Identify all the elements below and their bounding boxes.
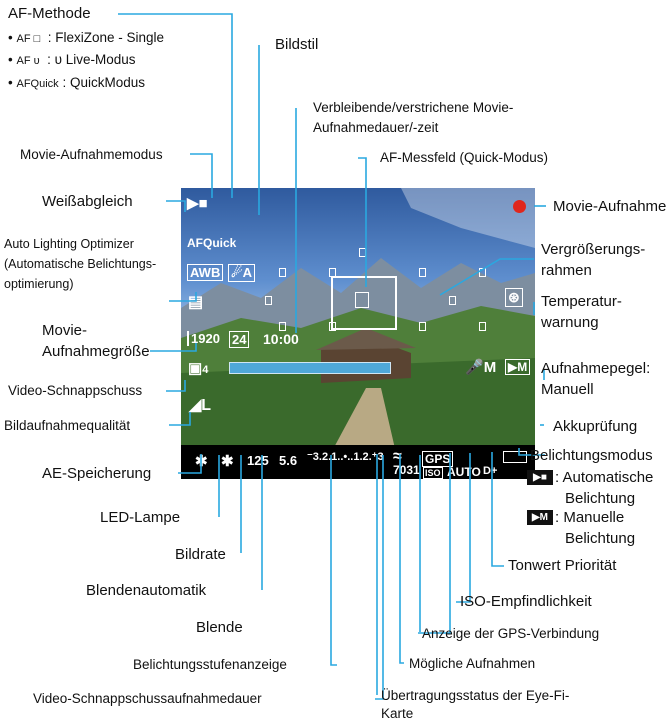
battery-check-label: Akkuprüfung <box>553 418 638 435</box>
movie-recording-label: Movie-Aufnahme <box>553 198 667 215</box>
af-frame-quick <box>355 292 369 308</box>
auto-exposure-label-line1: : Automatische <box>555 469 654 486</box>
led-light-label: LED-Lampe <box>100 509 181 526</box>
af-point <box>279 268 286 277</box>
possible-shots-label: Mögliche Aufnahmen <box>409 656 536 671</box>
manual-exposure-label-line1: : Manuelle <box>555 509 625 526</box>
exposure-level-label: Belichtungsstufenanzeige <box>133 657 287 672</box>
af-option-1: • AF □ : FlexiZone - Single <box>8 30 165 45</box>
af-point <box>449 296 456 305</box>
frame-rate-box: 24 <box>229 331 250 348</box>
magnify-frame-label-line2: rahmen <box>541 262 592 279</box>
magnify-frame <box>331 276 397 330</box>
time-remaining: 10:00 <box>263 331 299 347</box>
time-label-line1: Verbleibende/verstrichene Movie- <box>313 100 514 115</box>
movie-size-label-line2: Aufnahmegröße <box>42 343 150 360</box>
alo-label-line3: optimierung) <box>4 277 74 291</box>
auto-exposure-label-line2: Belichtung <box>565 490 636 507</box>
temp-warning-label-line1: Temperatur- <box>541 293 622 310</box>
af-quick-indicator: AFQuick <box>187 236 237 250</box>
eyefi-label-line2: Karte <box>381 706 414 721</box>
auto-aperture-label: Blendenautomatik <box>86 582 207 599</box>
af-point <box>265 296 272 305</box>
image-quality-label: Bildaufnahmequalität <box>4 418 131 433</box>
frame-rate-label: Bildrate <box>175 546 226 563</box>
movie-mode-icon: ▶■ <box>187 195 208 212</box>
exposure-mode-icon: ▶M <box>505 359 531 375</box>
af-point <box>479 322 486 331</box>
af-frame-label: AF-Messfeld (Quick-Modus) <box>380 150 549 165</box>
manual-exposure-label-line2: Belichtung <box>565 530 636 547</box>
movie-size-indicator: 1920 <box>187 331 220 346</box>
exposure-mode-label: Belichtungsmodus <box>530 447 653 464</box>
rec-level-label-line1: Aufnahmepegel: <box>541 360 651 377</box>
af-option-2: • AF ᴜ : ᴜ Live-Modus <box>8 52 136 67</box>
picture-style-label: Bildstil <box>275 36 319 53</box>
iso-label: ISO-Empfindlichkeit <box>460 593 592 610</box>
af-method-label: AF-Methode <box>8 5 91 22</box>
aperture-label: Blende <box>196 619 243 636</box>
alo-label-line2: (Automatische Belichtungs- <box>4 257 157 271</box>
af-point <box>279 322 286 331</box>
battery-icon <box>503 451 527 463</box>
temperature-warning-icon: ⊛ <box>505 288 523 307</box>
tone-priority-label: Tonwert Priorität <box>508 557 617 574</box>
video-snapshot-duration-bar <box>229 362 391 374</box>
auto-exposure-mode-icon: ▶■ <box>527 470 553 485</box>
iso-label-icon: ISO <box>423 467 443 479</box>
info-bar: ✱ ✱ 125 5.6 ⁻3.2.1..•..1.2.⁺3 ≈ GPS 7031… <box>181 445 535 479</box>
gps-indicator: GPS <box>422 451 454 467</box>
white-balance-indicator: AWB <box>187 264 224 281</box>
led-light-icon: ✱ <box>221 453 234 470</box>
iso-value: AUTO <box>447 465 481 479</box>
picture-style-indicator: ☄A <box>228 264 256 282</box>
aperture-value: 5.6 <box>279 453 298 468</box>
rec-level-label-line2: Manuell <box>541 381 594 398</box>
af-point <box>479 268 486 277</box>
temp-warning-label-line2: warnung <box>541 314 599 331</box>
movie-mode-label: Movie-Aufnahmemodus <box>20 147 163 162</box>
video-snapshot-label: Video-Schnappschuss <box>8 383 143 398</box>
white-balance-label: Weißabgleich <box>42 193 133 210</box>
time-label-line2: Aufnahmedauer/-zeit <box>313 120 439 135</box>
record-dot <box>513 200 526 213</box>
af-option-3: • AFQuick : QuickModus <box>8 75 145 90</box>
movie-size-label-line1: Movie- <box>42 322 88 339</box>
video-snapshot-icon: ▣4 <box>188 360 209 377</box>
ae-lock-label: AE-Speicherung <box>42 465 152 482</box>
shutter-speed-value: 125 <box>247 453 269 468</box>
af-point <box>419 268 426 277</box>
tone-priority-indicator: D+ <box>483 465 498 477</box>
exposure-level-scale: ⁻3.2.1..•..1.2.⁺3 <box>307 451 384 463</box>
magnify-frame-label-line1: Vergrößerungs- <box>541 241 646 258</box>
gps-label: Anzeige der GPS-Verbindung <box>422 626 600 641</box>
manual-exposure-mode-icon: ▶M <box>527 510 553 525</box>
live-view-screen: ▶■ AFQuick AWB ☄A ▤ 1920 24 10:00 ▣4 ◢L … <box>181 188 535 453</box>
image-quality-indicator: ◢L <box>189 397 212 414</box>
af-point <box>419 322 426 331</box>
alo-label-line1: Auto Lighting Optimizer <box>4 237 134 251</box>
alo-icon: ▤ <box>188 294 204 311</box>
video-snapshot-duration-label: Video-Schnappschussaufnahmedauer <box>33 691 262 706</box>
eyefi-status-icon: ≈ <box>393 448 402 465</box>
recording-level-icon: 🎤M <box>465 359 497 376</box>
eyefi-label-line1: Übertragungsstatus der Eye-Fi- <box>381 688 570 703</box>
